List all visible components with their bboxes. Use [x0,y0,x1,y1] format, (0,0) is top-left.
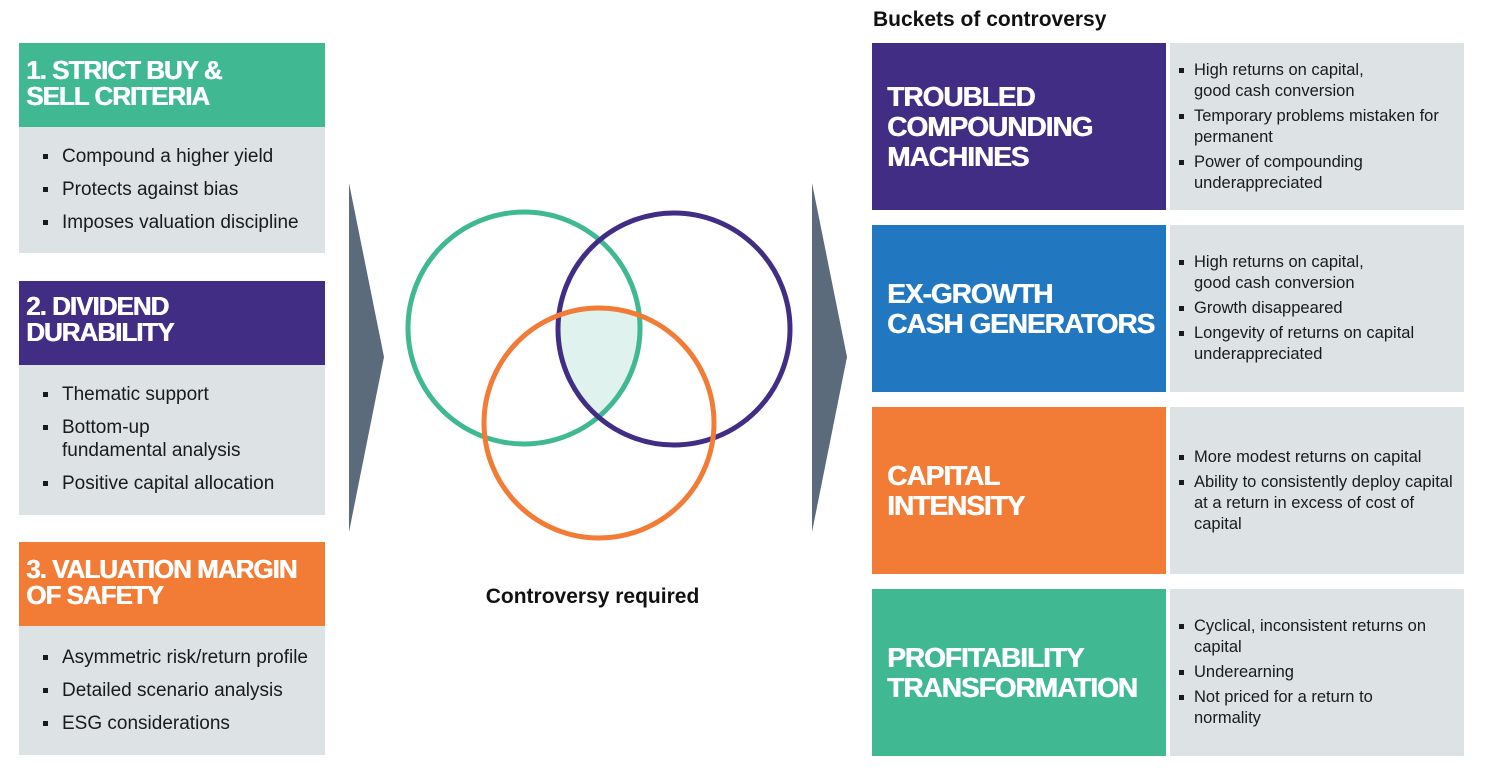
bucket-2-title-line-2: CASH GENERATORS [887,307,1155,339]
bucket-4-title-line-2: TRANSFORMATION [887,671,1138,703]
bucket-2-title: EX-GROWTH CASH GENERATORS [872,225,1166,392]
bucket-4-title-line-1: PROFITABILITY [887,641,1084,673]
bucket-1-title-line-1: TROUBLED [887,80,1036,112]
bucket-4-point: Cyclical, inconsistent returns on capita… [1179,616,1458,658]
criterion-3-header: 3. VALUATION MARGIN OF SAFETY [19,542,325,626]
bucket-2-point: Longevity of returns on capital underapp… [1179,323,1458,365]
venn-circle-teal [405,209,643,447]
criterion-1-item: Compound a higher yield [43,145,317,168]
venn-circle-purple [555,210,793,448]
bucket-2-point: High returns on capital, good cash conve… [1179,252,1458,294]
criterion-1-item: Imposes valuation discipline [43,211,317,234]
bucket-3-title-line-2: INTENSITY [887,489,1025,521]
bucket-3-title-line-1: CAPITAL [887,459,1000,491]
criterion-2-item: Bottom-up fundamental analysis [43,416,317,462]
bucket-2-panel: High returns on capital, good cash conve… [1170,225,1464,392]
bucket-4-point: Not priced for a return to normality [1179,687,1458,729]
criterion-1-panel: Compound a higher yield Protects against… [19,127,325,253]
flow-arrow-right-shape [812,183,847,532]
criterion-1-item: Protects against bias [43,178,317,201]
criterion-3-panel: Asymmetric risk/return profile Detailed … [19,626,325,755]
bucket-3-point: Ability to consistently deploy capital a… [1179,472,1458,535]
bucket-4-title: PROFITABILITY TRANSFORMATION [872,589,1166,756]
criterion-2-title-line-2: DURABILITY [26,317,174,347]
bucket-1-panel: High returns on capital, good cash conve… [1170,43,1464,210]
bucket-1-point: High returns on capital, good cash conve… [1179,60,1458,102]
criterion-2-header: 2. DIVIDEND DURABILITY [19,281,325,365]
bucket-1-title: TROUBLED COMPOUNDING MACHINES [872,43,1166,210]
bucket-3-panel: More modest returns on capital Ability t… [1170,407,1464,574]
venn-caption: Controversy required [485,585,700,608]
flow-arrow-left [349,183,384,532]
criterion-3-item: ESG considerations [43,712,317,735]
bucket-2-point: Growth disappeared [1179,298,1458,319]
criterion-2-panel: Thematic support Bottom-up fundamental a… [19,365,325,515]
criterion-3-item: Detailed scenario analysis [43,679,317,702]
bucket-3-title: CAPITAL INTENSITY [872,407,1166,574]
criterion-1-header: 1. STRICT BUY & SELL CRITERIA [19,43,325,127]
bucket-1-title-line-2: COMPOUNDING [887,110,1093,142]
venn-circle-orange [481,305,717,541]
criterion-2-item: Positive capital allocation [43,472,317,495]
bucket-2-title-line-1: EX-GROWTH [887,277,1053,309]
criterion-3-item: Asymmetric risk/return profile [43,646,317,669]
bucket-1-point: Temporary problems mistaken for permanen… [1179,106,1458,148]
flow-arrow-left-shape [349,183,384,532]
buckets-heading: Buckets of controversy [873,8,1107,31]
criterion-1-title-line-2: SELL CRITERIA [26,81,210,111]
criterion-2-title-line-1: 2. DIVIDEND [26,291,169,321]
criterion-3-title-line-1: 3. VALUATION MARGIN [26,554,297,584]
criterion-2-item: Thematic support [43,383,317,406]
bucket-4-panel: Cyclical, inconsistent returns on capita… [1170,589,1464,756]
bucket-1-point: Power of compounding underappreciated [1179,152,1458,194]
flow-arrow-right [812,183,847,532]
criterion-3-title-line-2: OF SAFETY [26,580,164,610]
bucket-1-title-line-3: MACHINES [887,140,1029,172]
bucket-4-point: Underearning [1179,662,1458,683]
venn-diagram [405,209,793,541]
bucket-3-point: More modest returns on capital [1179,447,1458,468]
criterion-1-title-line-1: 1. STRICT BUY & [26,55,222,85]
